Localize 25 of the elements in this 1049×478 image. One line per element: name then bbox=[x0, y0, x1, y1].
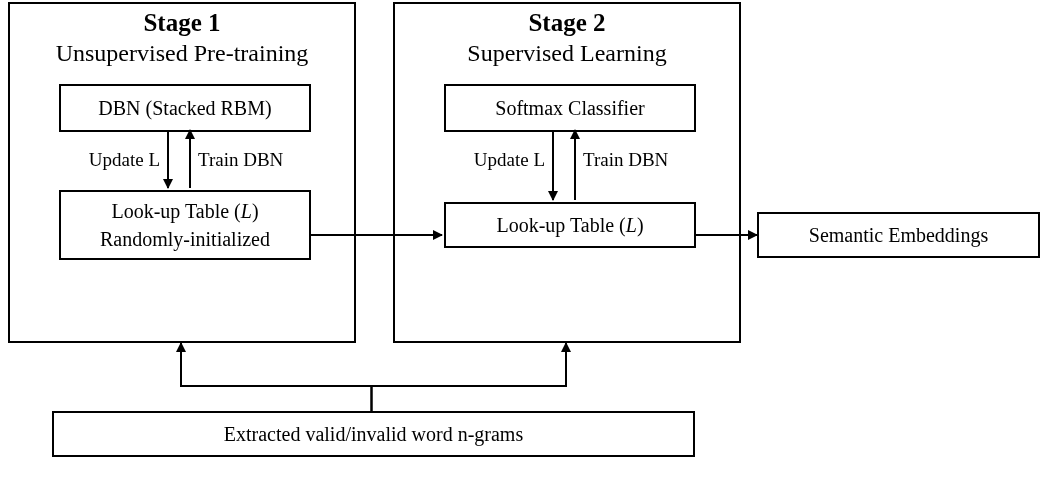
stage-panel bbox=[393, 2, 741, 343]
arrow bbox=[163, 129, 173, 189]
arrow bbox=[370, 342, 571, 412]
box-label: Look-up Table (L) bbox=[495, 213, 645, 239]
stage-title: Stage 2 bbox=[528, 8, 606, 38]
process-box bbox=[59, 190, 311, 260]
box-label: Extracted valid/invalid word n-grams bbox=[222, 422, 525, 448]
process-box bbox=[52, 411, 695, 457]
process-box bbox=[757, 212, 1040, 258]
stage-subtitle: Unsupervised Pre-training bbox=[55, 39, 309, 68]
arrow bbox=[185, 129, 195, 189]
stage-title: Stage 1 bbox=[143, 8, 221, 38]
process-box bbox=[444, 84, 696, 132]
stage-subtitle: Supervised Learning bbox=[467, 39, 667, 68]
arrow bbox=[693, 230, 758, 240]
box-label: Semantic Embeddings bbox=[807, 223, 990, 249]
box-label: Softmax Classifier bbox=[494, 96, 646, 121]
process-box bbox=[59, 84, 311, 132]
arrow bbox=[548, 129, 558, 201]
process-box bbox=[444, 202, 696, 248]
box-label: DBN (Stacked RBM) bbox=[97, 96, 273, 122]
arrow bbox=[308, 230, 443, 240]
arrow bbox=[570, 129, 580, 201]
box-label: Look-up Table (L) Randomly-initialized bbox=[99, 199, 271, 253]
stage-panel bbox=[8, 2, 356, 343]
